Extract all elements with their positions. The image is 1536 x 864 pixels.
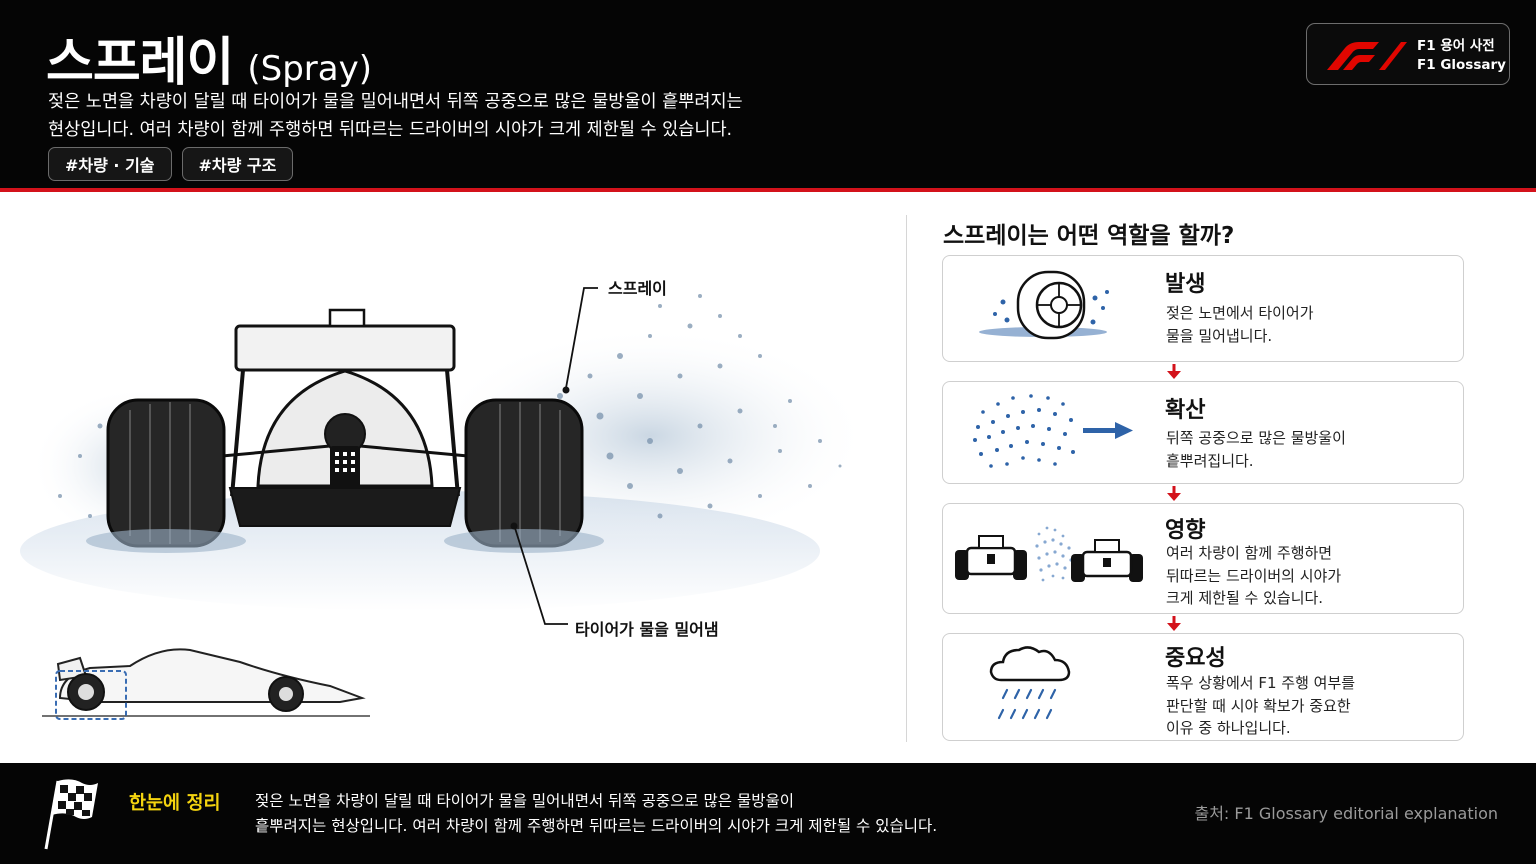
brand-line-english: F1 Glossary — [1417, 57, 1506, 73]
panel-title: 스프레이는 어떤 역할을 할까? — [943, 223, 1235, 249]
card-text: 뒤쪽 공중으로 많은 물방울이 흩뿌려집니다. — [1166, 427, 1456, 472]
card-impact: 영향 여러 차량이 함께 주행하면 뒤따르는 드라이버의 시야가 크게 제한될 … — [942, 503, 1464, 614]
card-title: 중요성 — [1165, 646, 1226, 671]
card-title: 발생 — [1165, 272, 1206, 297]
summary-label: 한눈에 정리 — [129, 793, 221, 814]
summary-text: 젖은 노면을 차량이 달릴 때 타이어가 물을 밀어내면서 뒤쪽 공중으로 많은… — [255, 789, 1015, 839]
tag-vehicle-tech[interactable]: #차량 · 기술 — [48, 147, 172, 181]
card-text-line: 판단할 때 시야 확보가 중요한 — [1166, 696, 1351, 715]
card-text: 여러 차량이 함께 주행하면 뒤따르는 드라이버의 시야가 크게 제한될 수 있… — [1166, 542, 1456, 610]
page-description: 젖은 노면을 차량이 달릴 때 타이어가 물을 밀어내면서 뒤쪽 공중으로 많은… — [48, 88, 868, 144]
brand-line-korean: F1 용어 사전 — [1417, 38, 1495, 54]
description-line: 젖은 노면을 차량이 달릴 때 타이어가 물을 밀어내면서 뒤쪽 공중으로 많은… — [48, 92, 743, 112]
card-spread: 확산 뒤쪽 공중으로 많은 물방울이 흩뿌려집니다. — [942, 381, 1464, 484]
tag-list: #차량 · 기술 #차량 구조 — [48, 147, 294, 181]
arrow-down-icon — [1167, 486, 1181, 501]
callout-tire-pushes-water: 타이어가 물을 밀어냄 — [575, 620, 719, 639]
card-text-line: 폭우 상황에서 F1 주행 여부를 — [1166, 674, 1356, 692]
arrow-down-icon — [1167, 616, 1181, 631]
card-text-line: 크게 제한될 수 있습니다. — [1166, 589, 1324, 607]
spray-illustration: 스프레이 타이어가 물을 밀어냄 — [0, 196, 900, 762]
description-line: 현상입니다. 여러 차량이 함께 주행하면 뒤따르는 드라이버의 시야가 크게 … — [48, 120, 733, 140]
title-korean: 스프레이 — [46, 33, 234, 93]
f1-car-spray-illustration — [20, 287, 870, 720]
card-title: 확산 — [1165, 398, 1206, 423]
card-title: 영향 — [1165, 518, 1206, 543]
card-text-line: 여러 차량이 함께 주행하면 — [1166, 544, 1333, 562]
card-occurrence: 발생 젖은 노면에서 타이어가 물을 밀어냅니다. — [942, 255, 1464, 362]
card-text-line: 물을 밀어냅니다. — [1166, 326, 1273, 345]
vertical-divider — [906, 215, 907, 742]
card-text-line: 흩뿌려집니다. — [1166, 451, 1254, 470]
callout-spray: 스프레이 — [608, 279, 667, 298]
tire-splash-icon — [943, 256, 1158, 361]
source-text: 출처: F1 Glossary editorial explanation — [1194, 804, 1498, 823]
header: 스프레이 (Spray) 젖은 노면을 차량이 달릴 때 타이어가 물을 밀어내… — [0, 0, 1536, 192]
card-text-line: 뒤따르는 드라이버의 시야가 — [1166, 566, 1342, 585]
brand-text: F1 용어 사전 F1 Glossary — [1417, 37, 1506, 75]
checkered-flag-icon — [44, 779, 98, 850]
page-title: 스프레이 (Spray) — [46, 20, 372, 95]
rain-cloud-icon — [943, 634, 1158, 740]
card-text: 폭우 상황에서 F1 주행 여부를 판단할 때 시야 확보가 중요한 이유 중 … — [1166, 672, 1456, 740]
title-english: (Spray) — [247, 49, 373, 89]
card-text-line: 뒤쪽 공중으로 많은 물방울이 — [1166, 429, 1346, 447]
card-importance: 중요성 폭우 상황에서 F1 주행 여부를 판단할 때 시야 확보가 중요한 이… — [942, 633, 1464, 741]
arrow-down-icon — [1167, 364, 1181, 379]
card-text-line: 이유 중 하나입니다. — [1166, 719, 1291, 737]
footer-summary: 한눈에 정리 젖은 노면을 차량이 달릴 때 타이어가 물을 밀어내면서 뒤쪽 … — [0, 763, 1536, 864]
cars-spray-icon — [943, 504, 1158, 613]
droplets-arrow-icon — [943, 382, 1158, 483]
brand-badge: F1 용어 사전 F1 Glossary — [1306, 23, 1510, 85]
card-text: 젖은 노면에서 타이어가 물을 밀어냅니다. — [1166, 302, 1456, 347]
tag-vehicle-structure[interactable]: #차량 구조 — [181, 147, 294, 181]
card-text-line: 젖은 노면에서 타이어가 — [1166, 304, 1314, 322]
f1-logo-icon — [1327, 42, 1407, 70]
summary-line: 흩뿌려지는 현상입니다. 여러 차량이 함께 주행하면 뒤따르는 드라이버의 시… — [255, 817, 938, 835]
summary-line: 젖은 노면을 차량이 달릴 때 타이어가 물을 밀어내면서 뒤쪽 공중으로 많은… — [255, 792, 795, 810]
